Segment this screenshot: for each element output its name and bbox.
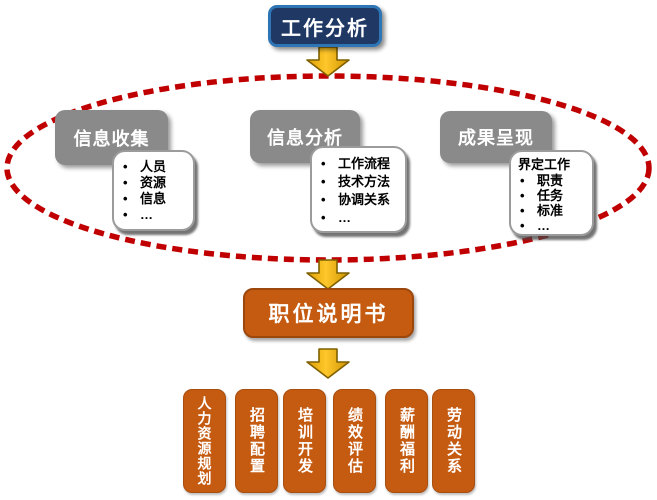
callout-list: 人员 资源 信息 … — [119, 159, 188, 223]
callout-item: 职责 — [516, 173, 587, 188]
callout-item: 任务 — [516, 188, 587, 203]
app-label: 人力资源规划 — [196, 396, 213, 486]
app-box-hr-planning: 人力资源规划 — [183, 389, 226, 493]
callout-item: 信息 — [119, 191, 188, 207]
callout-item: 工作流程 — [317, 155, 400, 173]
down-arrow-icon — [306, 46, 350, 77]
callout-item: … — [317, 209, 400, 227]
callout-item: 协调关系 — [317, 191, 400, 209]
app-box-recruitment-placement: 招聘配置 — [235, 389, 278, 493]
down-arrow-icon — [306, 348, 350, 379]
phase-label: 信息收集 — [73, 128, 150, 149]
callout-item: 人员 — [119, 159, 188, 175]
job-analysis-label: 工作分析 — [281, 17, 369, 40]
app-label: 招聘配置 — [248, 407, 265, 475]
app-label: 培训开发 — [296, 407, 313, 475]
callout-list: 职责 任务 标准 … — [516, 173, 587, 233]
app-label: 绩效评估 — [346, 407, 363, 475]
callout-results-presentation: 界定工作 职责 任务 标准 … — [509, 150, 594, 236]
callout-item: 标准 — [516, 203, 587, 218]
callout-list: 工作流程 技术方法 协调关系 … — [317, 155, 400, 227]
down-arrow-icon — [306, 259, 350, 290]
app-label: 劳动关系 — [445, 407, 462, 475]
job-description-box: 职位说明书 — [243, 288, 414, 338]
callout-information-analysis: 工作流程 技术方法 协调关系 … — [310, 146, 407, 233]
callout-item: 技术方法 — [317, 173, 400, 191]
app-label: 薪酬福利 — [398, 407, 415, 475]
app-box-performance-evaluation: 绩效评估 — [333, 389, 376, 493]
phase-box-information-analysis: 信息分析 — [250, 110, 360, 163]
callout-information-collection: 人员 资源 信息 … — [112, 150, 195, 231]
job-description-label: 职位说明书 — [268, 303, 389, 326]
callout-item: … — [119, 207, 188, 223]
app-box-compensation-benefits: 薪酬福利 — [385, 389, 428, 493]
phase-label: 成果呈现 — [458, 128, 534, 148]
app-box-training-development: 培训开发 — [283, 389, 326, 493]
app-box-labor-relations: 劳动关系 — [432, 389, 475, 493]
callout-item: … — [516, 218, 587, 233]
callout-item: 资源 — [119, 175, 188, 191]
phase-label: 信息分析 — [267, 127, 343, 148]
phase-box-information-collection: 信息收集 — [55, 110, 168, 165]
callout-header: 界定工作 — [518, 157, 571, 172]
job-analysis-box: 工作分析 — [268, 5, 382, 47]
